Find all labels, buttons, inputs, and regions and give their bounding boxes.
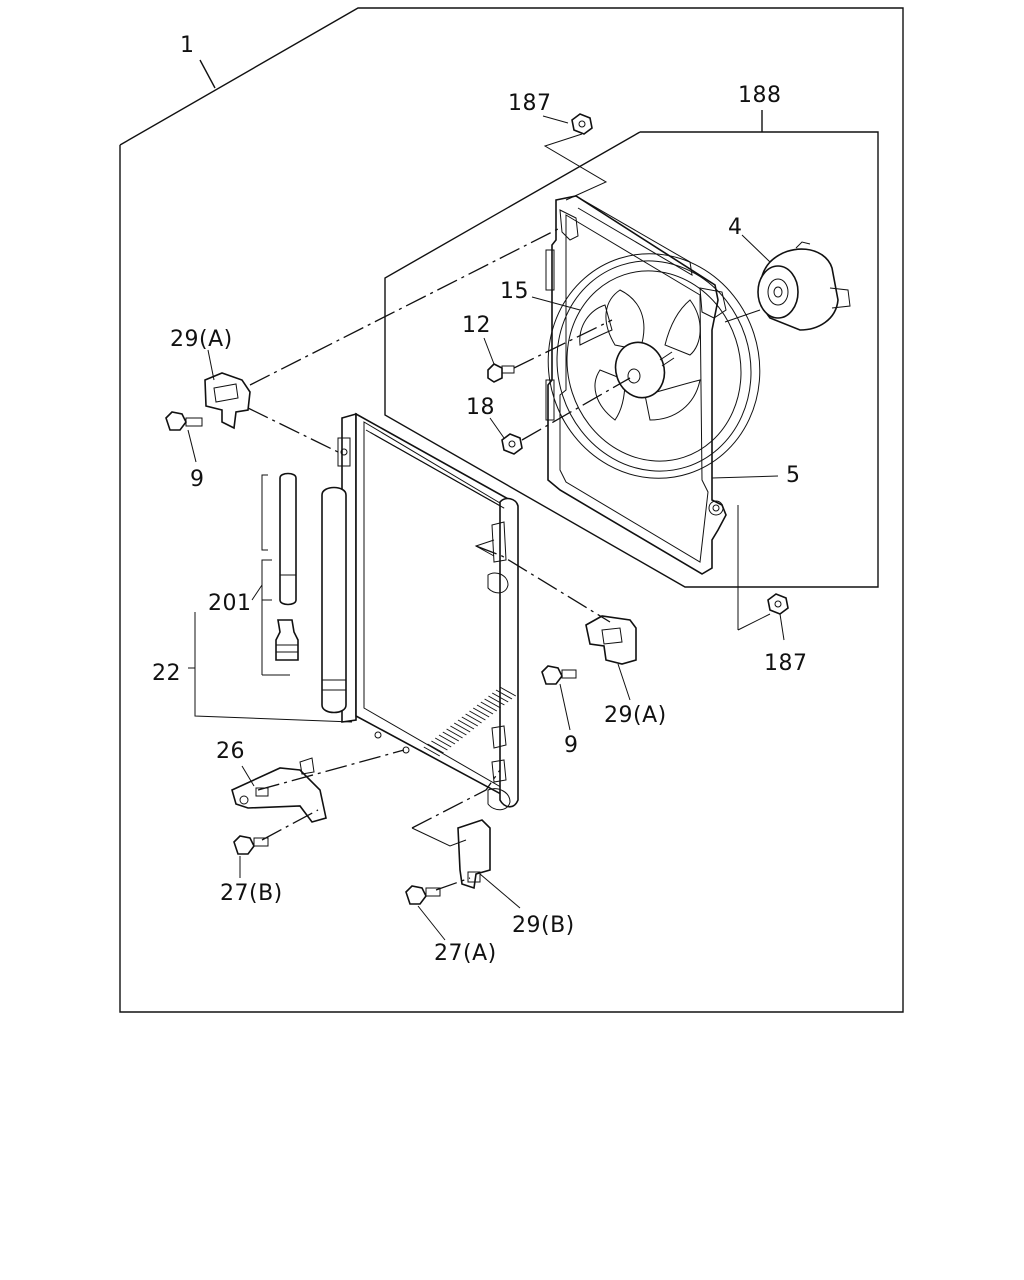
receiver-drier [321, 486, 347, 714]
condenser-fin [423, 746, 441, 757]
label-bracket-right: 29(A) [604, 703, 667, 728]
label-nut-fan: 18 [466, 395, 495, 420]
condenser-fin [495, 689, 513, 700]
condenser-fin [480, 701, 498, 712]
condenser-fin [450, 725, 467, 736]
label-assembly: 1 [180, 33, 195, 58]
condenser-core [337, 412, 519, 811]
label-bolt-bottom: 27(A) [434, 941, 497, 966]
condenser-fin [491, 692, 509, 703]
nut-bottom [767, 593, 789, 615]
screw [487, 363, 515, 383]
label-bracket-upper-left: 29(A) [170, 327, 233, 352]
label-screw: 12 [462, 313, 491, 338]
bracket-lower-left [231, 757, 327, 823]
condenser-fin [457, 719, 475, 730]
fan-blade [547, 253, 761, 479]
condenser-fin [489, 499, 505, 509]
bracket-bottom [457, 819, 491, 890]
condenser-fin [442, 731, 460, 742]
condenser-fin [431, 740, 448, 751]
label-drier-kit: 201 [208, 591, 252, 616]
bolt-lower-left [233, 835, 269, 855]
condenser-fin [438, 734, 456, 745]
label-bracket-bottom: 29(B) [512, 913, 575, 938]
label-fan-shroud-asm: 188 [738, 83, 782, 108]
bolt-right [541, 665, 577, 685]
assembly-frame [119, 7, 904, 1013]
label-nut-bottom: 187 [764, 651, 808, 676]
label-bolt-lower-left: 27(B) [220, 881, 283, 906]
condenser-fin [419, 749, 437, 760]
label-bolt-right: 9 [564, 733, 579, 758]
drier-kit [261, 472, 299, 661]
condenser-fin [446, 728, 463, 739]
fan-motor [724, 241, 851, 331]
condenser-fin [434, 737, 452, 748]
condenser-fin [499, 686, 517, 697]
condenser-fin [469, 710, 486, 721]
condenser-fin [488, 695, 505, 706]
leader-lines [187, 59, 785, 941]
label-fan: 15 [500, 279, 529, 304]
condenser-fin [476, 704, 494, 715]
condenser-fin [453, 722, 471, 733]
condenser-fin [461, 716, 479, 727]
condenser-fin [427, 743, 444, 754]
bolt-bottom [405, 885, 441, 905]
nut-fan [501, 433, 523, 455]
label-bolt-upper-left: 9 [190, 467, 205, 492]
nut-top [571, 113, 593, 135]
bracket-right [585, 615, 637, 665]
label-condenser: 22 [152, 661, 181, 686]
condenser-fin [472, 707, 490, 718]
bolt-upper-left [165, 411, 203, 431]
label-bracket-lower-left: 26 [216, 739, 245, 764]
label-nut-top: 187 [508, 91, 552, 116]
condenser-fin [484, 698, 501, 709]
condenser-fin [465, 713, 482, 724]
label-shroud: 5 [786, 463, 801, 488]
bracket-upper-left [204, 372, 251, 430]
label-motor: 4 [728, 215, 743, 240]
